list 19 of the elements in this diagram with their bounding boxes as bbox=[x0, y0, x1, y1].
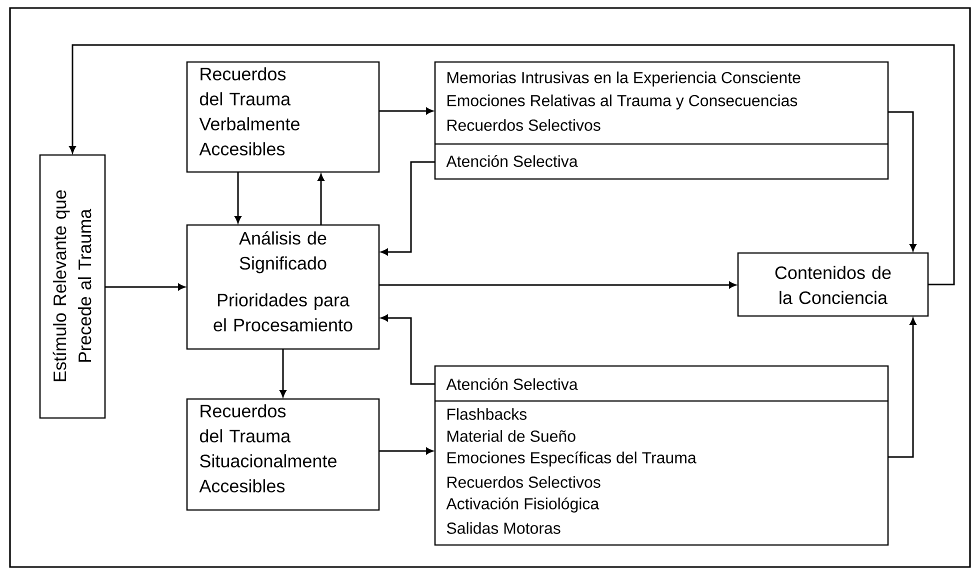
arrow bbox=[69, 44, 955, 286]
process-box: Recuerdos del Trauma Situacionalmente Accesibles bbox=[186, 398, 380, 511]
process-box: Análisis de Significado Prioridades para el Procesamiento bbox=[186, 224, 380, 350]
arrow bbox=[380, 314, 435, 385]
arrow bbox=[379, 282, 736, 288]
list-box: Memorias Intrusivas en la Experiencia Consciente Emociones Relativas al Trauma y Consecuencias Recuerdos Selectivos Atención Selectiva bbox=[434, 61, 889, 180]
arrow bbox=[105, 284, 186, 290]
arrow bbox=[380, 161, 435, 256]
arrow bbox=[234, 172, 242, 224]
arrow bbox=[379, 448, 434, 454]
process-box: Recuerdos del Trauma Verbalmente Accesibles bbox=[186, 61, 380, 173]
arrow bbox=[888, 111, 916, 252]
stimulus-box: Estímulo Relevante que Precede al Trauma bbox=[39, 154, 106, 419]
arrow bbox=[318, 174, 324, 225]
list-box: Atención Selectiva Flashbacks Material de Sueño Emociones Específicas del Trauma Recuerdos Selectivos Activación Fisiológica Salidas Motoras bbox=[434, 365, 889, 546]
arrow bbox=[888, 318, 916, 458]
process-box: Contenidos de la Conciencia bbox=[737, 252, 929, 317]
arrow bbox=[379, 108, 434, 114]
arrow bbox=[280, 349, 286, 398]
